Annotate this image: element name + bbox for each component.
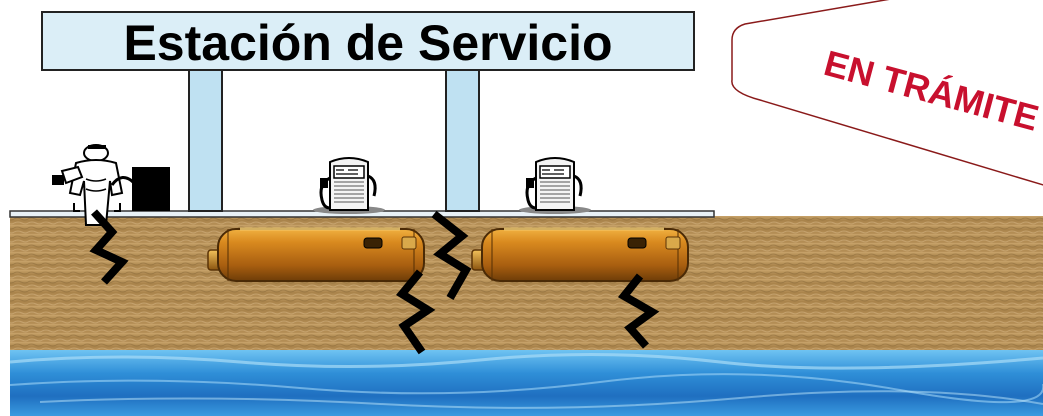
underground-fuel-tank	[207, 227, 425, 282]
attendant-figure	[52, 144, 170, 226]
status-stamp: EN TRÁMITE	[731, 0, 1043, 186]
ground-crack	[396, 269, 436, 355]
fuel-pump	[313, 157, 385, 214]
canopy-column	[445, 69, 480, 212]
fuel-pump	[519, 157, 591, 214]
groundwater-layer	[9, 350, 1043, 416]
station-sign: Estación de Servicio	[41, 11, 695, 71]
station-sign-title: Estación de Servicio	[123, 15, 612, 71]
canopy-column	[188, 69, 223, 212]
ground-crack	[431, 210, 472, 300]
underground-fuel-tank	[471, 227, 689, 282]
ground-crack	[617, 273, 660, 349]
ground-crack	[89, 209, 129, 285]
